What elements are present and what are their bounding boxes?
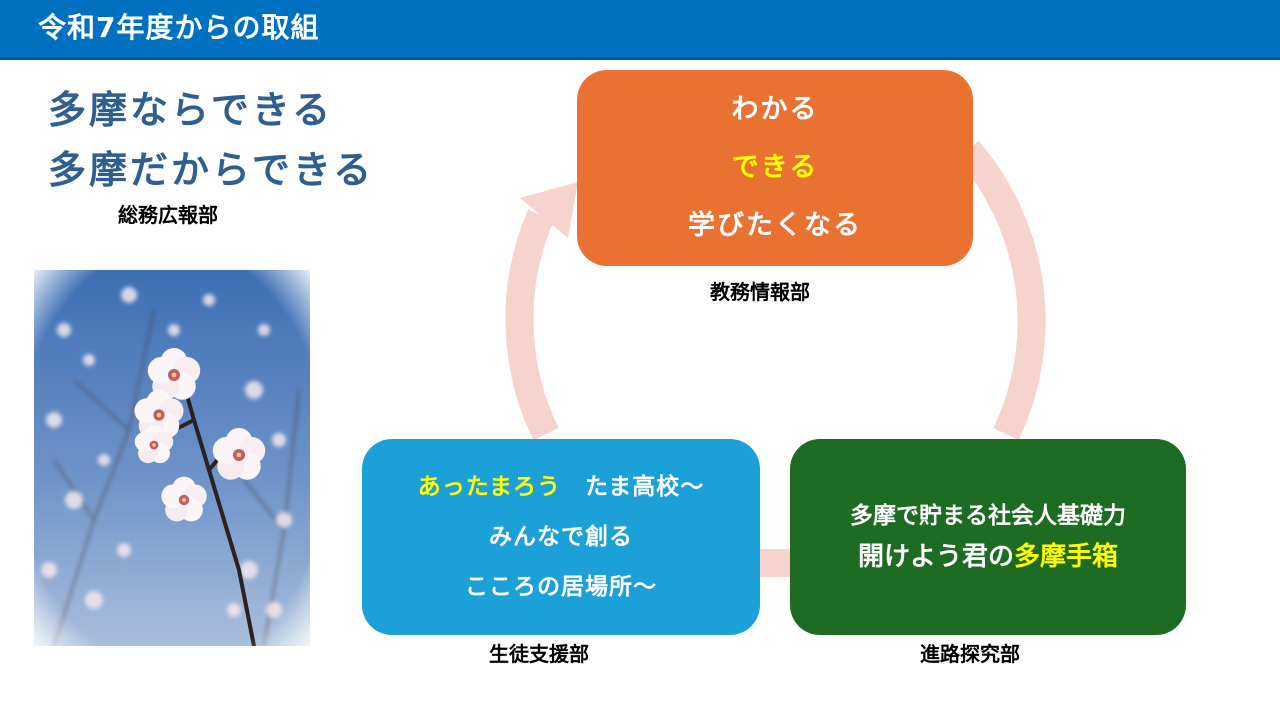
slogan-line-2: 多摩だからできる xyxy=(48,148,375,192)
box-support-line-3: こころの居場所～ xyxy=(465,574,657,600)
page-title: 令和7年度からの取組 xyxy=(38,11,320,44)
header-bar: 令和7年度からの取組 xyxy=(0,0,1280,60)
box-career: 多摩で貯まる社会人基礎力 開けよう君の多摩手箱 xyxy=(790,439,1186,635)
slogan-line-1: 多摩ならできる xyxy=(48,88,334,132)
plum-blossom-photo xyxy=(34,270,310,646)
label-student-support: 生徒支援部 xyxy=(489,642,589,666)
box-career-line-2: 開けよう君の多摩手箱 xyxy=(858,536,1118,578)
box-academic-line-3: 学びたくなる xyxy=(688,210,862,241)
box-support-highlight: あったまろう xyxy=(417,474,561,500)
box-support-line-2: みんなで創る xyxy=(489,524,633,550)
box-support-line-1-rest: たま高校～ xyxy=(585,474,705,500)
box-career-line-2-prefix: 開けよう君の xyxy=(857,542,1014,572)
box-academic: わかる できる 学びたくなる xyxy=(577,70,973,266)
label-general-pr: 総務広報部 xyxy=(118,203,218,227)
label-academic-info: 教務情報部 xyxy=(710,280,810,304)
box-academic-line-2: できる xyxy=(731,152,819,183)
box-student-support: あったまろうたま高校～ みんなで創る こころの居場所～ xyxy=(362,439,760,635)
box-career-highlight: 多摩手箱 xyxy=(1014,542,1119,572)
box-academic-line-1: わかる xyxy=(731,94,819,125)
box-career-line-1: 多摩で貯まる社会人基礎力 xyxy=(850,503,1126,529)
box-support-line-1: あったまろうたま高校～ xyxy=(418,462,705,512)
label-career: 進路探究部 xyxy=(920,642,1020,666)
